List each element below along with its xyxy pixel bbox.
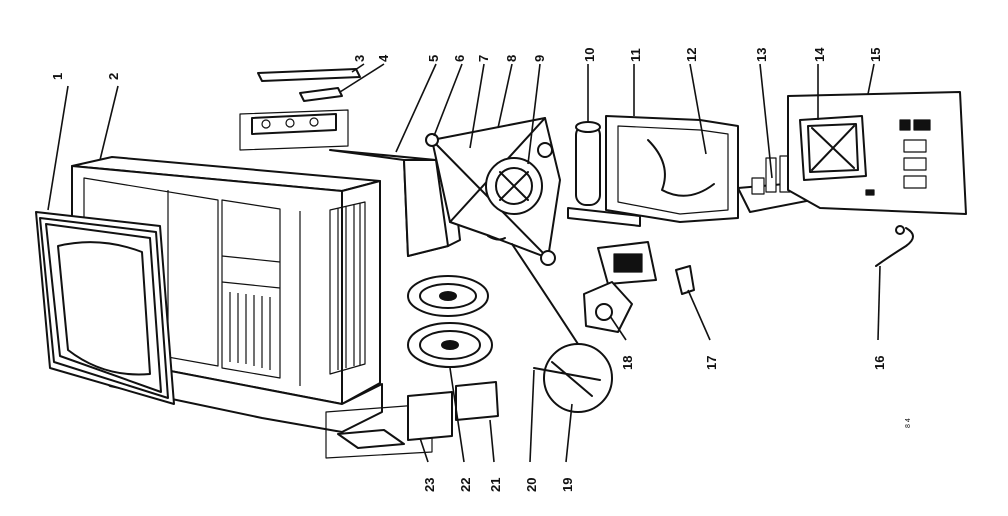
callout-4: 4	[376, 54, 391, 62]
callout-18: 18	[620, 356, 635, 370]
callout-7: 7	[476, 55, 491, 62]
callout-15: 15	[868, 48, 883, 62]
front-bezel-part	[35, 211, 175, 405]
callout-13: 13	[754, 48, 769, 62]
yoke-assembly-part	[425, 117, 561, 266]
callout-10: 10	[582, 48, 597, 62]
callout-21: 21	[488, 478, 503, 492]
callout-17: 17	[704, 356, 719, 370]
control-bracket-part	[239, 109, 349, 151]
circuit-board-part	[787, 91, 967, 215]
callout-19: 19	[560, 478, 575, 492]
callout-labels: 1 2 3 4 5 6 7 8 9 10 11 12 13 14 15 16 1…	[50, 47, 887, 492]
callout-11: 11	[628, 48, 643, 62]
callout-3: 3	[352, 55, 367, 62]
callout-14: 14	[812, 47, 827, 62]
callout-2: 2	[106, 73, 121, 80]
figure-footnote: 8 4	[905, 418, 912, 428]
callout-16: 16	[872, 356, 887, 370]
callout-5: 5	[426, 55, 441, 62]
cable-part	[875, 225, 914, 267]
callout-9: 9	[532, 55, 547, 62]
callout-12: 12	[684, 48, 699, 62]
callout-6: 6	[452, 55, 467, 62]
callout-23: 23	[422, 478, 437, 492]
callout-20: 20	[524, 478, 539, 492]
speakers-part	[407, 275, 493, 368]
callout-8: 8	[504, 55, 519, 62]
leader-lines	[47, 63, 881, 463]
lower-parts	[325, 243, 613, 459]
top-strip-parts	[257, 68, 361, 102]
control-parts	[583, 241, 695, 333]
callout-22: 22	[458, 478, 473, 492]
cylinder-part	[575, 121, 601, 206]
callout-1: 1	[50, 73, 65, 80]
